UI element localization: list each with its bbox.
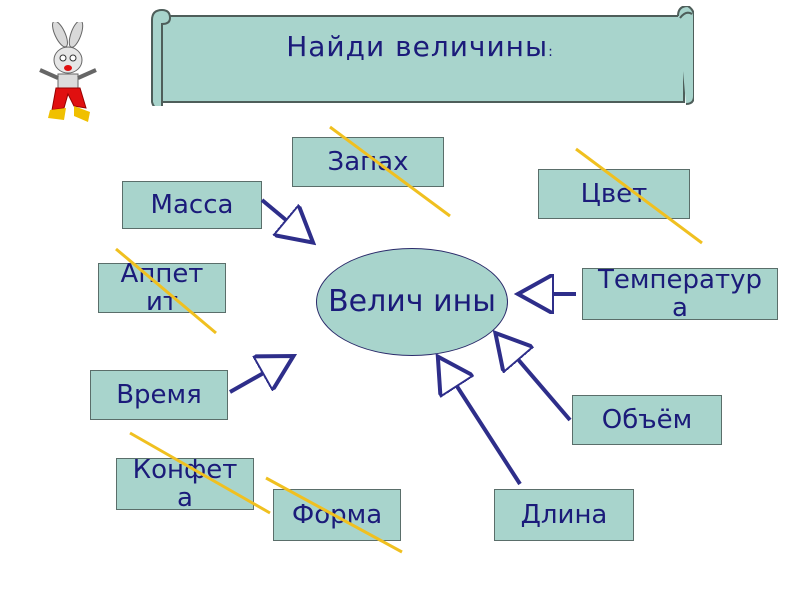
- box-obyom-label: Объём: [601, 405, 693, 435]
- box-massa[interactable]: Масса: [122, 181, 262, 229]
- page-title: Найди величины:: [170, 30, 670, 63]
- title-colon: :: [548, 44, 554, 60]
- box-appetit-label-line1: Аппет: [120, 259, 204, 289]
- box-appetit[interactable]: Аппет ит: [98, 259, 226, 317]
- center-label-line1: Велич: [328, 284, 424, 319]
- title-scroll-banner: [151, 6, 694, 106]
- center-label-line2: ины: [433, 284, 496, 319]
- arrow-massa: [260, 198, 310, 240]
- box-forma[interactable]: Форма: [273, 489, 401, 541]
- box-temperatura-label-line1: Температур: [598, 265, 762, 295]
- arrow-dlina: [440, 360, 522, 486]
- arrow-vremya: [229, 358, 290, 394]
- title-text: Найди величины: [286, 30, 549, 63]
- box-dlina-label: Длина: [520, 500, 608, 530]
- box-appetit-label-line2: ит: [145, 287, 179, 317]
- box-massa-label: Масса: [150, 190, 234, 220]
- box-vremya-label: Время: [116, 380, 202, 410]
- rabbit-mascot-icon: [39, 22, 97, 122]
- box-konfeta[interactable]: Конфет а: [116, 455, 254, 513]
- box-vremya[interactable]: Время: [90, 370, 228, 420]
- box-forma-label: Форма: [291, 500, 383, 530]
- box-tsvet-label: Цвет: [580, 179, 648, 209]
- box-temperatura[interactable]: Температур а: [582, 265, 778, 323]
- arrow-obyom: [498, 336, 572, 422]
- box-tsvet[interactable]: Цвет: [538, 169, 690, 219]
- box-dlina[interactable]: Длина: [494, 489, 634, 541]
- box-obyom[interactable]: Объём: [572, 395, 722, 445]
- center-node-velichiny: Велич ины: [316, 248, 508, 356]
- box-temperatura-label-line2: а: [672, 293, 688, 323]
- box-zapakh-label: Запах: [327, 147, 409, 177]
- box-konfeta-label-line1: Конфет: [132, 455, 238, 485]
- box-zapakh[interactable]: Запах: [292, 137, 444, 187]
- box-konfeta-label-line2: а: [177, 483, 193, 513]
